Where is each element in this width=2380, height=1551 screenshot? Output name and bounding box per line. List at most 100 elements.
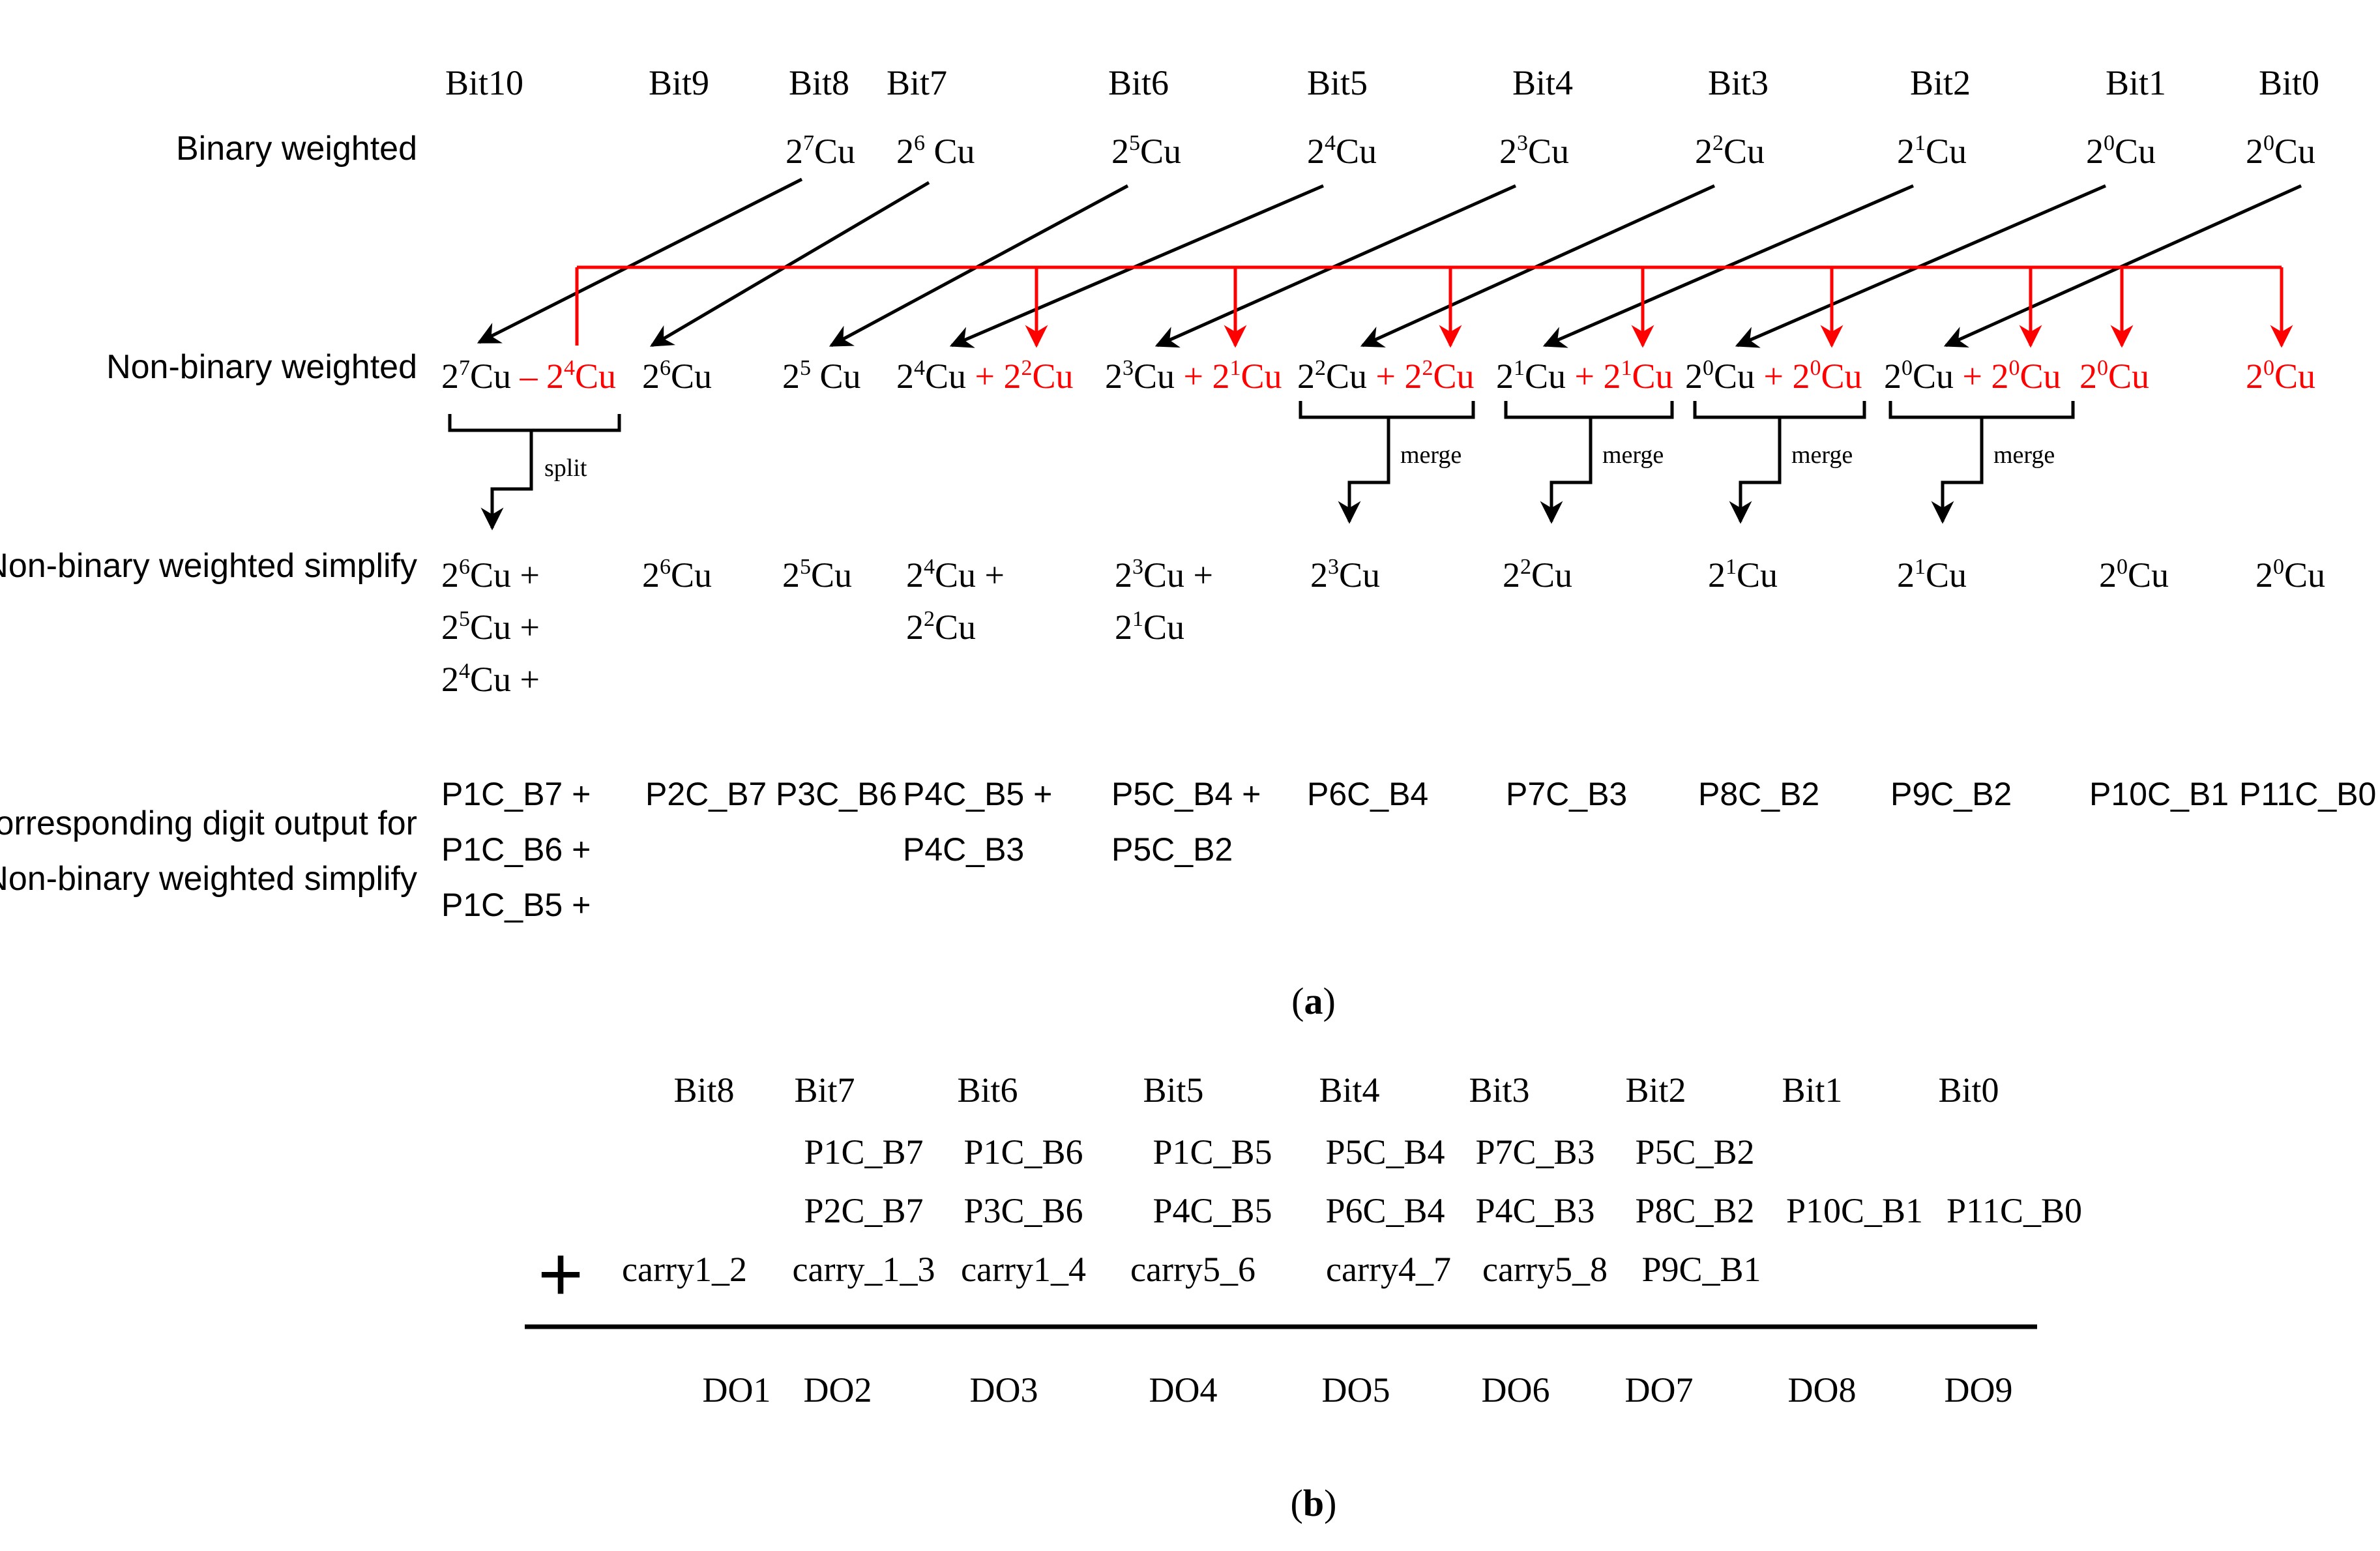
b-header-bit2: Bit2 bbox=[1625, 1071, 1686, 1110]
bit-header-bit8: Bit8 bbox=[789, 63, 849, 102]
bit-header-bit4: Bit4 bbox=[1512, 63, 1573, 102]
b-row3-2: carry1_4 bbox=[961, 1250, 1086, 1289]
nonbinary-term-5: 22Cu + 22Cu bbox=[1297, 356, 1475, 396]
split-bracket bbox=[448, 414, 621, 432]
b-header-bit8: Bit8 bbox=[673, 1071, 734, 1110]
b-row3-5: carry5_8 bbox=[1482, 1250, 1608, 1289]
digit-output-10-0: P11C_B0 bbox=[2239, 776, 2376, 812]
b-row3-4: carry4_7 bbox=[1326, 1250, 1451, 1289]
merge-label-2: merge bbox=[1791, 441, 1853, 469]
merge-connector-3 bbox=[1931, 417, 1984, 524]
simplified-term-9-0: 20Cu bbox=[2099, 555, 2169, 595]
bit-header-bit9: Bit9 bbox=[649, 63, 709, 102]
bit-header-bit3: Bit3 bbox=[1708, 63, 1769, 102]
bit-header-bit2: Bit2 bbox=[1910, 63, 1971, 102]
simplified-term-8-0: 21Cu bbox=[1897, 555, 1967, 595]
b-row2-3: P4C_B5 bbox=[1153, 1191, 1272, 1230]
simplified-term-0-1: 25Cu + bbox=[441, 607, 540, 647]
binary-weight-bit6: 25Cu bbox=[1111, 131, 1181, 171]
b-output-do9: DO9 bbox=[1945, 1370, 2013, 1410]
bit-header-bit5: Bit5 bbox=[1307, 63, 1368, 102]
nonbinary-term-2: 25 Cu bbox=[782, 356, 861, 396]
merge-bracket-1 bbox=[1504, 401, 1674, 419]
simplified-term-10-0: 20Cu bbox=[2255, 555, 2325, 595]
binary-weight-bit4: 23Cu bbox=[1499, 131, 1569, 171]
b-header-bit7: Bit7 bbox=[794, 1071, 855, 1110]
b-row2-1: P2C_B7 bbox=[804, 1191, 923, 1230]
digit-output-3-1: P4C_B3 bbox=[903, 831, 1024, 868]
binary-to-nonbinary-arrow-1 bbox=[649, 181, 930, 347]
b-output-do1: DO1 bbox=[703, 1370, 771, 1410]
binary-weight-bit0: 20Cu bbox=[2246, 131, 2315, 171]
merge-bracket-3 bbox=[1888, 401, 2075, 419]
digit-output-6-0: P7C_B3 bbox=[1506, 776, 1627, 812]
b-row2-6: P8C_B2 bbox=[1635, 1191, 1754, 1230]
row-label-binary: Binary weighted bbox=[176, 130, 417, 168]
simplified-term-3-1: 22Cu bbox=[906, 607, 976, 647]
merge-connector-0 bbox=[1338, 417, 1390, 524]
b-output-do8: DO8 bbox=[1788, 1370, 1857, 1410]
simplified-term-3-0: 24Cu + bbox=[906, 555, 1005, 595]
binary-to-nonbinary-arrow-0 bbox=[477, 177, 803, 344]
b-row1-2: P1C_B6 bbox=[963, 1132, 1083, 1172]
binary-weight-bit2: 21Cu bbox=[1897, 131, 1967, 171]
binary-weight-bit7: 26 Cu bbox=[896, 131, 975, 171]
nonbinary-term-3: 24Cu + 22Cu bbox=[896, 356, 1074, 396]
row-label-digit-output-2: Non-binary weighted simplify bbox=[0, 860, 417, 898]
split-connector bbox=[480, 430, 533, 531]
b-row2-4: P6C_B4 bbox=[1325, 1191, 1445, 1230]
merge-label-0: merge bbox=[1400, 441, 1462, 469]
plus-sign: + bbox=[538, 1230, 583, 1318]
row-label-simplify: Non-binary weighted simplify bbox=[0, 547, 417, 585]
simplified-term-0-2: 24Cu + bbox=[441, 659, 540, 699]
b-output-do4: DO4 bbox=[1149, 1370, 1218, 1410]
b-row1-1: P1C_B7 bbox=[804, 1132, 923, 1172]
b-row3-1: carry_1_3 bbox=[793, 1250, 935, 1289]
b-output-do5: DO5 bbox=[1322, 1370, 1390, 1410]
row-label-digit-output: Corresponding digit output for bbox=[0, 805, 417, 842]
binary-weight-bit3: 22Cu bbox=[1695, 131, 1765, 171]
digit-output-4-0: P5C_B4 + bbox=[1111, 776, 1261, 812]
b-output-do3: DO3 bbox=[970, 1370, 1038, 1410]
digit-output-9-0: P10C_B1 bbox=[2089, 776, 2229, 812]
nonbinary-term-6: 21Cu + 21Cu bbox=[1496, 356, 1673, 396]
caption-b: (b) bbox=[1291, 1482, 1337, 1524]
split-label: split bbox=[544, 454, 587, 482]
merge-label-3: merge bbox=[1993, 441, 2055, 469]
binary-weight-bit5: 24Cu bbox=[1307, 131, 1377, 171]
simplified-term-2-0: 25Cu bbox=[782, 555, 852, 595]
b-row2-7: P10C_B1 bbox=[1786, 1191, 1923, 1230]
digit-output-2-0: P3C_B6 bbox=[776, 776, 897, 812]
digit-output-0-0: P1C_B7 + bbox=[441, 776, 591, 812]
nonbinary-term-9: 20Cu bbox=[2079, 356, 2149, 396]
digit-output-1-0: P2C_B7 bbox=[645, 776, 767, 812]
b-header-bit1: Bit1 bbox=[1782, 1071, 1842, 1110]
simplified-term-6-0: 22Cu bbox=[1503, 555, 1572, 595]
bit-header-bit10: Bit10 bbox=[445, 63, 523, 102]
b-header-bit0: Bit0 bbox=[1938, 1071, 1999, 1110]
nonbinary-term-8: 20Cu + 20Cu bbox=[1884, 356, 2061, 396]
b-row3-6: P9C_B1 bbox=[1641, 1250, 1761, 1289]
b-row3-0: carry1_2 bbox=[622, 1250, 747, 1289]
simplified-term-7-0: 21Cu bbox=[1708, 555, 1778, 595]
merge-connector-2 bbox=[1729, 417, 1782, 524]
b-header-bit4: Bit4 bbox=[1319, 1071, 1379, 1110]
merge-bracket-2 bbox=[1693, 401, 1866, 419]
nonbinary-term-0: 27Cu – 24Cu bbox=[441, 356, 616, 396]
simplified-term-0-0: 26Cu + bbox=[441, 555, 540, 595]
nonbinary-term-7: 20Cu + 20Cu bbox=[1685, 356, 1862, 396]
nonbinary-term-4: 23Cu + 21Cu bbox=[1105, 356, 1282, 396]
b-row1-4: P5C_B4 bbox=[1325, 1132, 1445, 1172]
digit-output-5-0: P6C_B4 bbox=[1307, 776, 1428, 812]
b-header-bit6: Bit6 bbox=[957, 1071, 1018, 1110]
row-label-nonbinary: Non-binary weighted bbox=[106, 348, 417, 386]
b-output-do7: DO7 bbox=[1625, 1370, 1694, 1410]
b-row1-3: P1C_B5 bbox=[1153, 1132, 1272, 1172]
binary-weight-bit1: 20Cu bbox=[2086, 131, 2156, 171]
b-row2-5: P4C_B3 bbox=[1475, 1191, 1594, 1230]
digit-output-0-2: P1C_B5 + bbox=[441, 887, 591, 923]
simplified-term-5-0: 23Cu bbox=[1310, 555, 1380, 595]
merge-connector-1 bbox=[1540, 417, 1593, 524]
digit-output-3-0: P4C_B5 + bbox=[903, 776, 1052, 812]
